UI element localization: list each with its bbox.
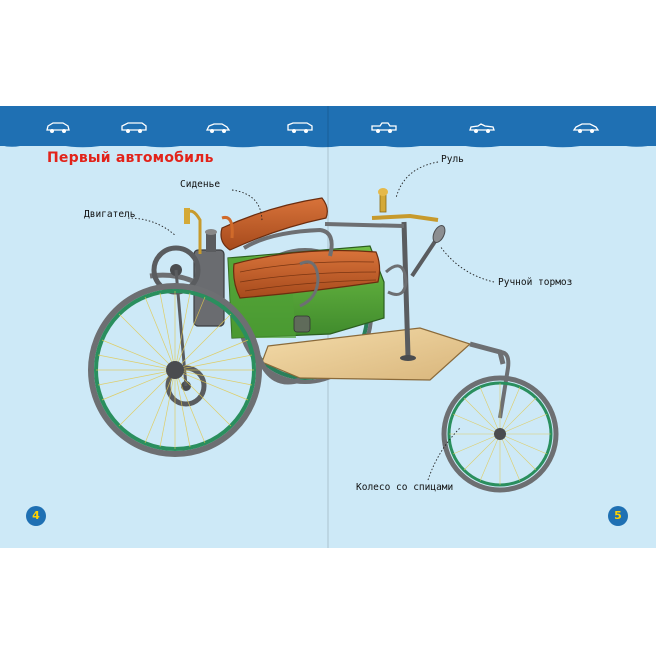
front-fork — [498, 350, 511, 419]
label-engine: Двигатель — [84, 209, 136, 220]
label-spoke-wheel: Колесо со спицами — [356, 482, 454, 493]
book-spread: Первый автомобиль Сиденье Двигатель Руль… — [0, 106, 656, 548]
leader-brake — [439, 245, 495, 283]
benz-motorwagen-illustration — [88, 161, 559, 493]
leader-steering — [395, 161, 439, 199]
leader-engine — [127, 217, 177, 237]
car-icon — [287, 122, 313, 133]
coupe-icon — [572, 123, 600, 133]
steering-handle — [379, 193, 387, 213]
band-wavy-edge — [0, 140, 656, 148]
label-steering: Руль — [441, 154, 464, 165]
car-icon — [205, 123, 231, 133]
pickup-icon — [371, 122, 397, 133]
leader-seat — [231, 189, 263, 223]
front-wheel — [441, 375, 559, 493]
car-icon — [46, 122, 70, 133]
page-number-right: 5 — [608, 506, 628, 526]
car-icon — [121, 122, 147, 133]
top-band — [0, 106, 656, 146]
label-seat: Сиденье — [180, 179, 221, 190]
page-number-left: 4 — [26, 506, 46, 526]
label-hand-brake: Ручной тормоз — [498, 277, 573, 288]
seat-backrest — [220, 197, 328, 251]
convertible-icon — [469, 123, 495, 133]
page-title: Первый автомобиль — [47, 150, 214, 166]
leader-spoke-wheel — [427, 427, 461, 481]
steering-column — [401, 221, 411, 357]
rear-near-wheel — [88, 283, 262, 457]
